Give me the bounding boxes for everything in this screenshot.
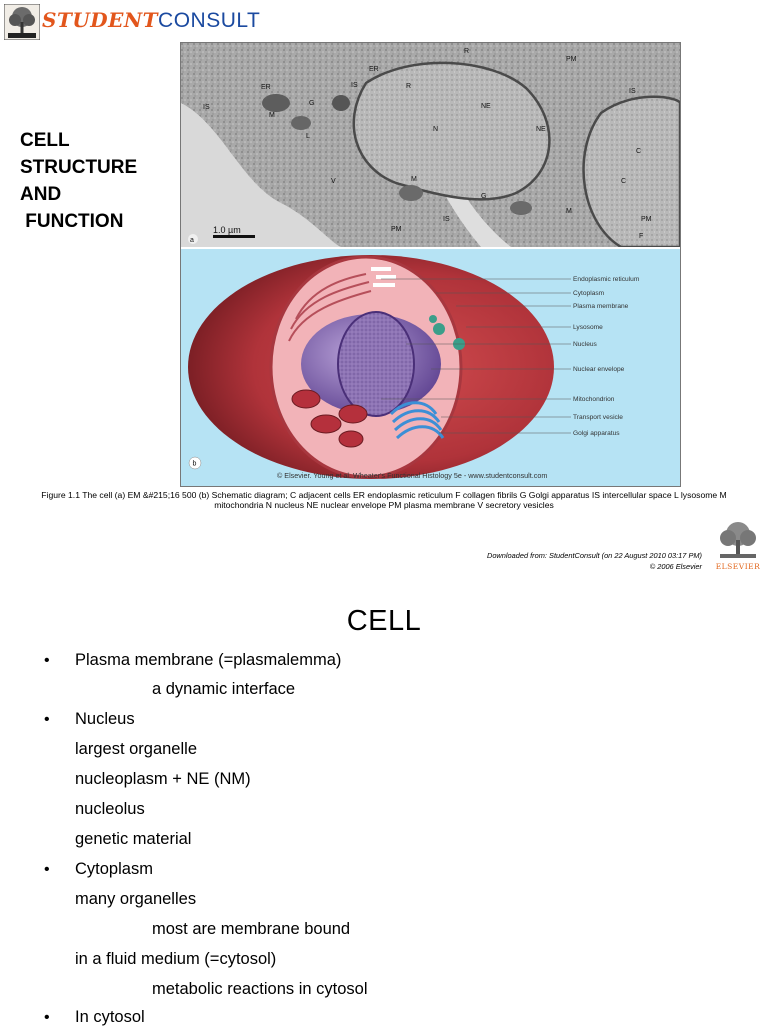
em-labels: IS ER IS M L G N NE PM R NE ER IS C F PM V M G C M IS PM R — [203, 48, 652, 240]
bullet-marker: • — [44, 652, 50, 669]
em-scale-label: 1.0 µm — [213, 225, 241, 235]
em-label: R — [406, 83, 411, 90]
figure-credit: © Elsevier. Young et al. Wheater's Funct… — [277, 471, 547, 480]
list-item: many organelles — [75, 890, 197, 908]
panel-a-label: a — [190, 237, 194, 244]
em-label: L — [306, 133, 310, 140]
schematic-label: Cytoplasm — [573, 290, 605, 297]
em-label: NE — [481, 103, 491, 110]
em-label: F — [639, 233, 643, 240]
term-note: (=plasmalemma) — [213, 651, 342, 669]
em-label: ER — [261, 84, 271, 91]
list-item: nucleolus — [75, 800, 145, 818]
list-item: largest organelle — [75, 740, 197, 758]
list-item: genetic material — [75, 830, 192, 848]
elsevier-tree-icon — [720, 522, 756, 558]
em-label: M — [411, 176, 417, 183]
em-label: M — [566, 208, 572, 215]
schematic-label: Golgi apparatus — [573, 430, 620, 437]
em-label: IS — [629, 88, 636, 95]
figure-caption: Figure 1.1 The cell (a) EM &#215;16 500 … — [41, 490, 727, 510]
em-label: G — [481, 193, 486, 200]
cell-figure: 1.0 µm IS ER IS M L G N NE PM R NE ER IS C F PM V M G C M IS P… — [180, 42, 681, 487]
list-item: a dynamic interface — [152, 680, 296, 698]
elsevier-tree-icon — [4, 4, 40, 40]
term-nucleus: Nucleus — [75, 710, 135, 728]
bullet-marker: • — [44, 711, 50, 728]
brand-student: STUDENT — [42, 8, 159, 32]
term-cytoplasm: Cytoplasm — [75, 860, 153, 878]
term-plasma-membrane: Plasma membrane — [75, 651, 214, 669]
em-label: R — [464, 48, 469, 55]
download-line: Downloaded from: StudentConsult (on 22 A… — [486, 551, 702, 560]
list-item-plasma-membrane: Plasma membrane (=plasmalemma) — [75, 651, 341, 670]
em-label: M — [269, 112, 275, 119]
schematic-label: Mitochondrion — [573, 396, 615, 403]
schematic-label: Plasma membrane — [573, 303, 629, 310]
download-info: Downloaded from: StudentConsult (on 22 A… — [420, 550, 702, 572]
em-label: IS — [351, 82, 358, 89]
em-label: IS — [203, 104, 210, 111]
term-in-cytosol: In cytosol — [75, 1008, 145, 1026]
em-label: G — [309, 100, 314, 107]
copyright-line: © 2006 Elsevier — [649, 562, 702, 571]
list-item: metabolic reactions in cytosol — [152, 980, 368, 998]
slide-title: CELL STRUCTURE AND FUNCTION — [20, 130, 138, 232]
schematic-label: Transport vesicle — [573, 414, 623, 421]
em-label: PM — [641, 216, 652, 223]
schematic-label: Endoplasmic reticulum — [573, 276, 640, 283]
bullet-marker: • — [44, 861, 50, 878]
em-label: C — [621, 178, 626, 185]
em-label: ER — [369, 66, 379, 73]
list-item: most are membrane bound — [152, 920, 351, 938]
brand-logo: STUDENTCONSULT — [42, 6, 260, 33]
elsevier-wordmark: ELSEVIER — [715, 562, 761, 571]
em-label: N — [433, 126, 438, 133]
em-micrograph: 1.0 µm IS ER IS M L G N NE PM R NE ER IS C F PM V M G C M IS P… — [181, 43, 680, 247]
em-label: PM — [391, 226, 402, 233]
em-label: C — [636, 148, 641, 155]
em-label: IS — [443, 216, 450, 223]
schematic-label: Lysosome — [573, 324, 603, 331]
panel-b-label: b — [193, 461, 197, 468]
em-label: NE — [536, 126, 546, 133]
em-label: PM — [566, 56, 577, 63]
list-item: in a fluid medium (=cytosol) — [75, 950, 277, 968]
schematic-label: Nuclear envelope — [573, 366, 625, 373]
list-item: nucleoplasm + NE (NM) — [75, 770, 251, 788]
schematic-label: Nucleus — [573, 341, 598, 348]
bullet-marker: • — [44, 1009, 50, 1026]
brand-consult: CONSULT — [158, 9, 261, 32]
em-label: V — [331, 178, 336, 185]
section-heading: CELL — [346, 605, 422, 637]
